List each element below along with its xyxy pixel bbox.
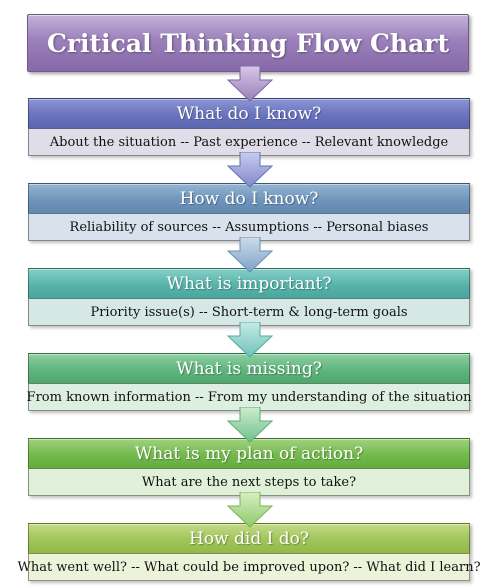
down-arrow-icon xyxy=(226,322,274,358)
step-details-plan-of-action: What are the next steps to take? xyxy=(28,469,470,496)
down-arrow-icon xyxy=(226,407,274,443)
step-question-what-do-i-know: What do I know? xyxy=(28,98,470,129)
step-question-what-is-missing: What is missing? xyxy=(28,353,470,384)
title-box: Critical Thinking Flow Chart xyxy=(27,14,469,72)
step-question-how-did-i-do: How did I do? xyxy=(28,523,470,554)
down-arrow-icon xyxy=(226,492,274,528)
step-details-how-did-i-do: What went well? -- What could be improve… xyxy=(17,554,481,581)
chart-title: Critical Thinking Flow Chart xyxy=(46,28,449,58)
down-arrow-icon xyxy=(226,66,274,102)
step-question-what-is-important: What is important? xyxy=(28,268,470,299)
down-arrow-icon xyxy=(226,237,274,273)
down-arrow-icon xyxy=(226,152,274,188)
step-question-plan-of-action: What is my plan of action? xyxy=(28,438,470,469)
